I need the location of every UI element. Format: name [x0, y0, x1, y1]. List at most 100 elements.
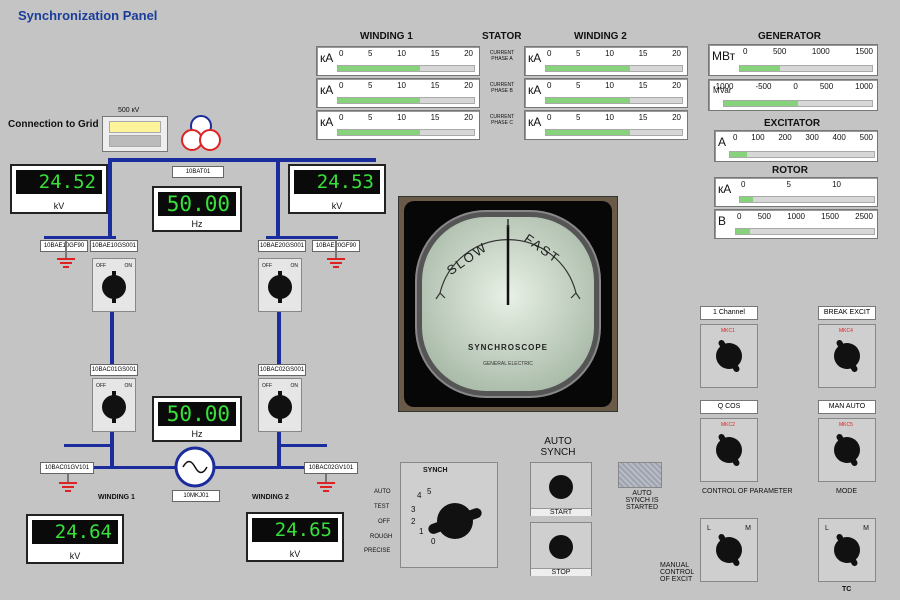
switch-plate: L M	[700, 518, 758, 582]
synch-dial[interactable]	[409, 477, 493, 565]
wire	[44, 236, 116, 239]
switch-manual[interactable]: L M	[698, 518, 760, 582]
synch-label: SYNCH	[423, 467, 448, 474]
switch-break_excit[interactable]: BREAK EXCIT MKC4	[816, 306, 878, 388]
meter-fill	[338, 130, 420, 135]
tick-label: 10	[397, 81, 406, 90]
rotary-knob[interactable]	[829, 532, 865, 568]
tick-label: 200	[778, 133, 792, 142]
switch-tc[interactable]: L M	[816, 518, 878, 582]
meter-fill	[736, 229, 750, 234]
tick-label: 20	[464, 81, 473, 90]
tick-label: 0	[339, 49, 344, 58]
tick-label: 0	[339, 81, 344, 90]
tick-label: 0	[741, 180, 746, 189]
start-button[interactable]	[549, 475, 573, 499]
switch-right-label: M	[863, 525, 869, 532]
phase-label: CURRENT PHASE C	[489, 114, 515, 126]
meter-track	[545, 65, 683, 72]
display-unit: Hz	[191, 429, 203, 439]
breaker-switch[interactable]: OFF ON	[258, 378, 302, 432]
winding2-label: WINDING 2	[252, 494, 289, 501]
rotary-knob[interactable]	[711, 338, 747, 374]
switch-left-label: L	[825, 525, 829, 532]
rotary-knob[interactable]	[711, 532, 747, 568]
rotary-knob[interactable]	[829, 338, 865, 374]
meter-unit: кA	[320, 115, 334, 129]
tick-label: 10	[397, 49, 406, 58]
meter-fill	[338, 66, 420, 71]
tick-label: 20	[464, 49, 473, 58]
tick-label: -1000	[713, 82, 734, 91]
mode-label: MODE	[836, 488, 857, 495]
off-label: OFF	[96, 263, 106, 269]
switch-tag: MKC5	[839, 422, 853, 428]
wire	[64, 444, 114, 447]
display-unit: kV	[289, 549, 301, 559]
rotary-knob[interactable]	[102, 391, 126, 423]
meter-unit: кA	[528, 51, 542, 65]
ground-icon	[56, 256, 76, 270]
synch-mode-off: OFF	[378, 519, 390, 525]
tick-label: 1000	[855, 82, 873, 91]
display-value: 24.53	[294, 170, 380, 194]
grid-voltage-label: 500 кV	[118, 107, 140, 114]
tick-label: 20	[672, 81, 681, 90]
breaker-switch[interactable]: OFF ON	[92, 258, 136, 312]
switch-tag: MKC4	[839, 328, 853, 334]
display-value: 24.64	[32, 520, 118, 544]
synch-mode-rough: ROUGH	[370, 534, 393, 540]
winding1-label: WINDING 1	[98, 494, 135, 501]
bus-tag: 10BAT01	[172, 166, 224, 178]
meter-fill	[740, 197, 754, 202]
rotary-knob[interactable]	[829, 432, 865, 468]
synch-mode-test: TEST	[374, 504, 390, 510]
rotary-knob[interactable]	[268, 271, 292, 303]
meter-fill	[740, 66, 780, 71]
rotary-knob[interactable]	[268, 391, 292, 423]
meter-unit: MВт	[712, 49, 736, 63]
tick-label: 10	[397, 113, 406, 122]
meter-unit: MVar	[713, 86, 732, 95]
breaker-switch[interactable]: OFF ON	[258, 258, 302, 312]
winding2-header: WINDING 2	[574, 31, 627, 42]
switch-channel[interactable]: 1 Channel MKC1	[698, 306, 760, 388]
tick-label: 20	[672, 49, 681, 58]
on-label: ON	[290, 383, 299, 389]
phase-label: CURRENT PHASE B	[489, 82, 515, 94]
stop-button[interactable]	[549, 535, 573, 559]
tick-label: 400	[832, 133, 846, 142]
tick-label: 15	[430, 49, 440, 58]
tick-label: 300	[805, 133, 819, 142]
tick-label: 10	[832, 180, 841, 189]
synch-number: 5	[427, 487, 432, 496]
bottom-left-tag: 10BAC01GV101	[40, 462, 94, 474]
bus-wire	[108, 158, 376, 162]
wire	[50, 466, 180, 469]
switch-mode[interactable]: MAN AUTO MKC5	[816, 400, 878, 482]
rotor-header: ROTOR	[772, 165, 808, 176]
wire	[276, 158, 280, 238]
meter-unit: кA	[718, 182, 732, 196]
tick-label: 500	[819, 82, 834, 91]
meter-fill	[724, 101, 798, 106]
rotary-knob[interactable]	[711, 432, 747, 468]
tick-label: 0	[793, 82, 798, 91]
switch-parameter[interactable]: Q COS MKC2	[698, 400, 760, 482]
breaker-switch[interactable]: OFF ON	[92, 378, 136, 432]
tick-label: 0	[547, 113, 552, 122]
rotary-knob[interactable]	[102, 271, 126, 303]
start-label: START	[531, 508, 591, 516]
winding1-voltage-display: 24.64 kV	[26, 514, 124, 564]
ground-icon	[316, 480, 336, 494]
switch-display: 1 Channel	[700, 306, 758, 320]
off-label: OFF	[262, 263, 272, 269]
wire	[110, 418, 114, 468]
off-label: OFF	[262, 383, 272, 389]
synch-mode-precise: PRECISE	[364, 548, 391, 554]
breaker-tag: 10BAC02GS001	[258, 364, 306, 376]
